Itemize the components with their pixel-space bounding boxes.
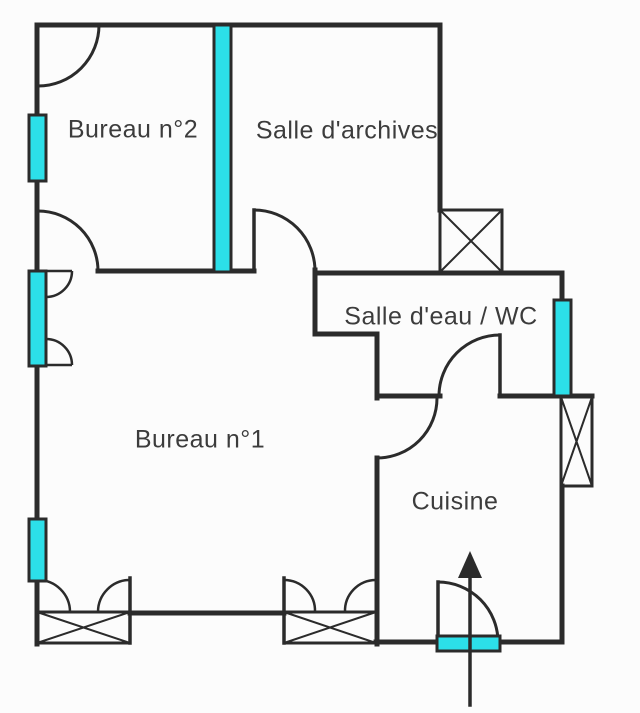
entrance-door-icon xyxy=(436,580,500,644)
door-arc-icon-top-left xyxy=(37,24,101,88)
room-label-archives: Salle d'archives xyxy=(255,116,439,145)
entrance-arrow-icon xyxy=(458,551,482,707)
window-icon-left-middle xyxy=(27,269,74,368)
door-arc-icon-kitchen xyxy=(376,397,439,460)
wc-top-and-right-wall xyxy=(313,270,565,306)
room-label-cuisine: Cuisine xyxy=(411,487,499,516)
door-arc-icon-bureau2-bureau1 xyxy=(37,209,100,272)
window-icon-left-lower xyxy=(27,517,48,583)
window-icon-right xyxy=(552,298,573,398)
room-label-salle-eau-wc: Salle d'eau / WC xyxy=(344,302,538,331)
french-door-icon-middle xyxy=(282,576,378,645)
duct-box-icon-top-right xyxy=(438,208,504,274)
wc-west-step-wall xyxy=(312,267,380,401)
window-icon-left-upper xyxy=(27,113,48,183)
room-label-bureau1: Bureau n°1 xyxy=(134,425,266,454)
glazed-partition-icon xyxy=(212,23,233,274)
french-door-icon-left xyxy=(35,576,132,645)
door-icon-wc xyxy=(437,333,502,398)
right-lower-and-bottom-right-wall xyxy=(497,483,565,645)
door-icon-archives-bureau1 xyxy=(252,208,317,273)
duct-box-icon-right xyxy=(559,395,594,488)
room-label-bureau2: Bureau n°2 xyxy=(67,115,199,144)
